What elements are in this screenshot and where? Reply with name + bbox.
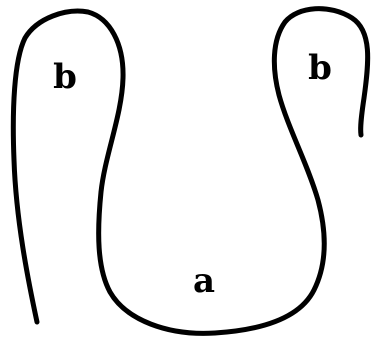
region-label-left-b: b [53, 57, 77, 97]
region-label-a: a [193, 261, 215, 301]
region-label-right-b: b [308, 48, 332, 88]
